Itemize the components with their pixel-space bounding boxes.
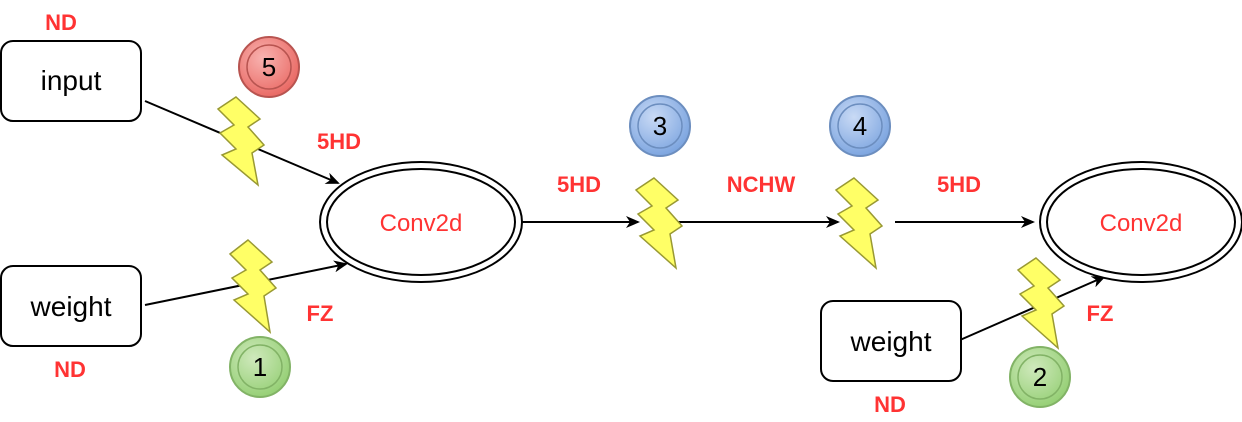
badge-3-number: 3 — [653, 111, 667, 141]
input-node[interactable]: input — [0, 40, 142, 122]
input-format-label: ND — [45, 10, 77, 35]
badge-1[interactable]: 1 — [229, 336, 291, 398]
edge-weight-format-label: FZ — [307, 301, 334, 326]
badge-2[interactable]: 2 — [1009, 346, 1071, 408]
conv2d-right-inner-ring — [1046, 168, 1236, 276]
conv2d-right-label: Conv2d — [1100, 210, 1183, 237]
lightning-bolt-icon[interactable] — [228, 239, 278, 334]
badge-3-inner — [637, 103, 683, 149]
conv2d-node-left[interactable]: Conv2d — [319, 161, 523, 283]
lightning-bolt-icon[interactable] — [216, 96, 266, 187]
badge-5[interactable]: 5 — [238, 36, 300, 98]
weight-right-format-label: ND — [874, 392, 906, 417]
badge-4-number: 4 — [853, 111, 867, 141]
badge-1-number: 1 — [253, 352, 267, 382]
badge-2-number: 2 — [1033, 362, 1047, 392]
badge-3[interactable]: 3 — [629, 95, 691, 157]
badge-4-outer — [829, 95, 891, 157]
edge-weight-right-to-conv — [959, 276, 1106, 341]
weight-node-left-box — [0, 265, 142, 347]
weight-node-left-label: weight — [30, 291, 112, 322]
badge-2-inner — [1017, 354, 1063, 400]
badge-1-inner — [237, 344, 283, 390]
badge-2-outer — [1009, 346, 1071, 408]
badge-4-inner — [837, 103, 883, 149]
edge-out-c-format-label: 5HD — [937, 172, 981, 197]
badge-5-outer — [238, 36, 300, 98]
badge-5-number: 5 — [262, 52, 276, 82]
weight-node-right-label: weight — [850, 326, 932, 357]
weight-left-format-label: ND — [54, 357, 86, 382]
badge-5-inner — [246, 44, 292, 90]
edge-input-format-label: 5HD — [317, 129, 361, 154]
weight-node-right-box — [820, 300, 962, 382]
lightning-bolt-icon[interactable] — [634, 177, 684, 270]
conv2d-left-label: Conv2d — [380, 210, 463, 237]
badge-1-outer — [229, 336, 291, 398]
conv2d-node-right[interactable]: Conv2d — [1039, 161, 1242, 283]
lightning-bolt-icon[interactable] — [1016, 257, 1066, 350]
lightning-bolt-icon[interactable] — [834, 177, 884, 270]
badge-3-outer — [629, 95, 691, 157]
edge-out-b-format-label: NCHW — [727, 172, 796, 197]
weight-node-left[interactable]: weight — [0, 265, 142, 347]
edge-weight-right-format-label: FZ — [1087, 301, 1114, 326]
conv2d-left-inner-ring — [326, 168, 516, 276]
weight-node-right[interactable]: weight — [820, 300, 962, 382]
badge-4[interactable]: 4 — [829, 95, 891, 157]
edge-out-a-format-label: 5HD — [557, 172, 601, 197]
input-node-label: input — [41, 65, 102, 96]
input-node-box — [0, 40, 142, 122]
